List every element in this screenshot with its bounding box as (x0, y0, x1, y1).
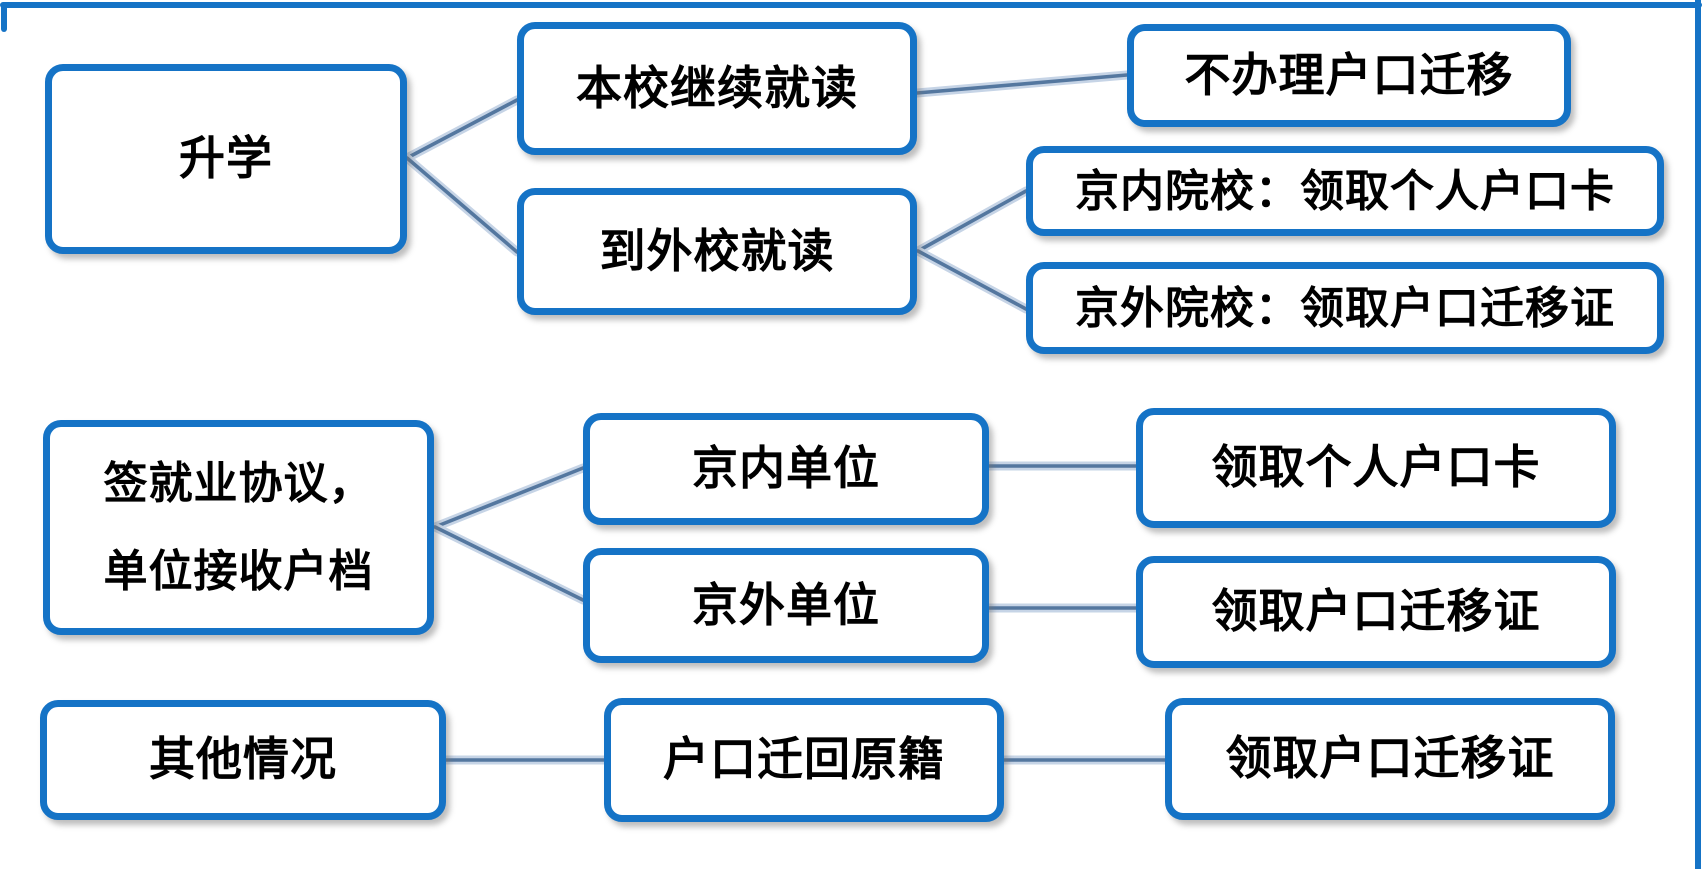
frame-left-border-stub (1, 2, 7, 32)
node-jingnei-yuanxiao-hukouka: 京内院校：领取个人户口卡 (1026, 146, 1664, 236)
connector-qianxieyi-jingnei-danwei (430, 463, 588, 532)
node-shengxue: 升学 (45, 64, 407, 254)
frame-right-border (1695, 0, 1701, 869)
frame-top-border (0, 2, 1702, 8)
connector-waixiao-jingwai-yuanxiao (913, 246, 1031, 314)
node-jingwai-yuanxiao-qianyizheng: 京外院校：领取户口迁移证 (1026, 262, 1664, 354)
node-lingqu-geren-hukouka: 领取个人户口卡 (1136, 408, 1616, 528)
connector-qianxieyi-jingwai-danwei (430, 522, 588, 605)
node-bubanli-hukou-qianyi: 不办理户口迁移 (1127, 24, 1571, 127)
connector-shengxue-benxiao (402, 95, 522, 163)
node-lingqu-hukou-qianyizheng-2: 领取户口迁移证 (1165, 698, 1615, 820)
node-jingwai-danwei: 京外单位 (583, 548, 989, 663)
node-lingqu-hukou-qianyizheng: 领取户口迁移证 (1136, 556, 1616, 668)
node-jingnei-danwei: 京内单位 (583, 413, 989, 525)
connector-shengxue-waixiao (402, 153, 522, 257)
node-hukou-qianhui-yuanji: 户口迁回原籍 (604, 698, 1004, 822)
connector-benxiao-bubanli (912, 70, 1132, 98)
node-qita-qingkuang: 其他情况 (40, 700, 446, 820)
node-benxiao-jixu-jiudu: 本校继续就读 (517, 22, 917, 155)
connector-waixiao-jingnei-yuanxiao (913, 186, 1031, 256)
node-dao-waixiao-jiudu: 到外校就读 (517, 188, 917, 315)
node-qian-jiuye-xieyi: 签就业协议， 单位接收户档 (43, 420, 434, 635)
